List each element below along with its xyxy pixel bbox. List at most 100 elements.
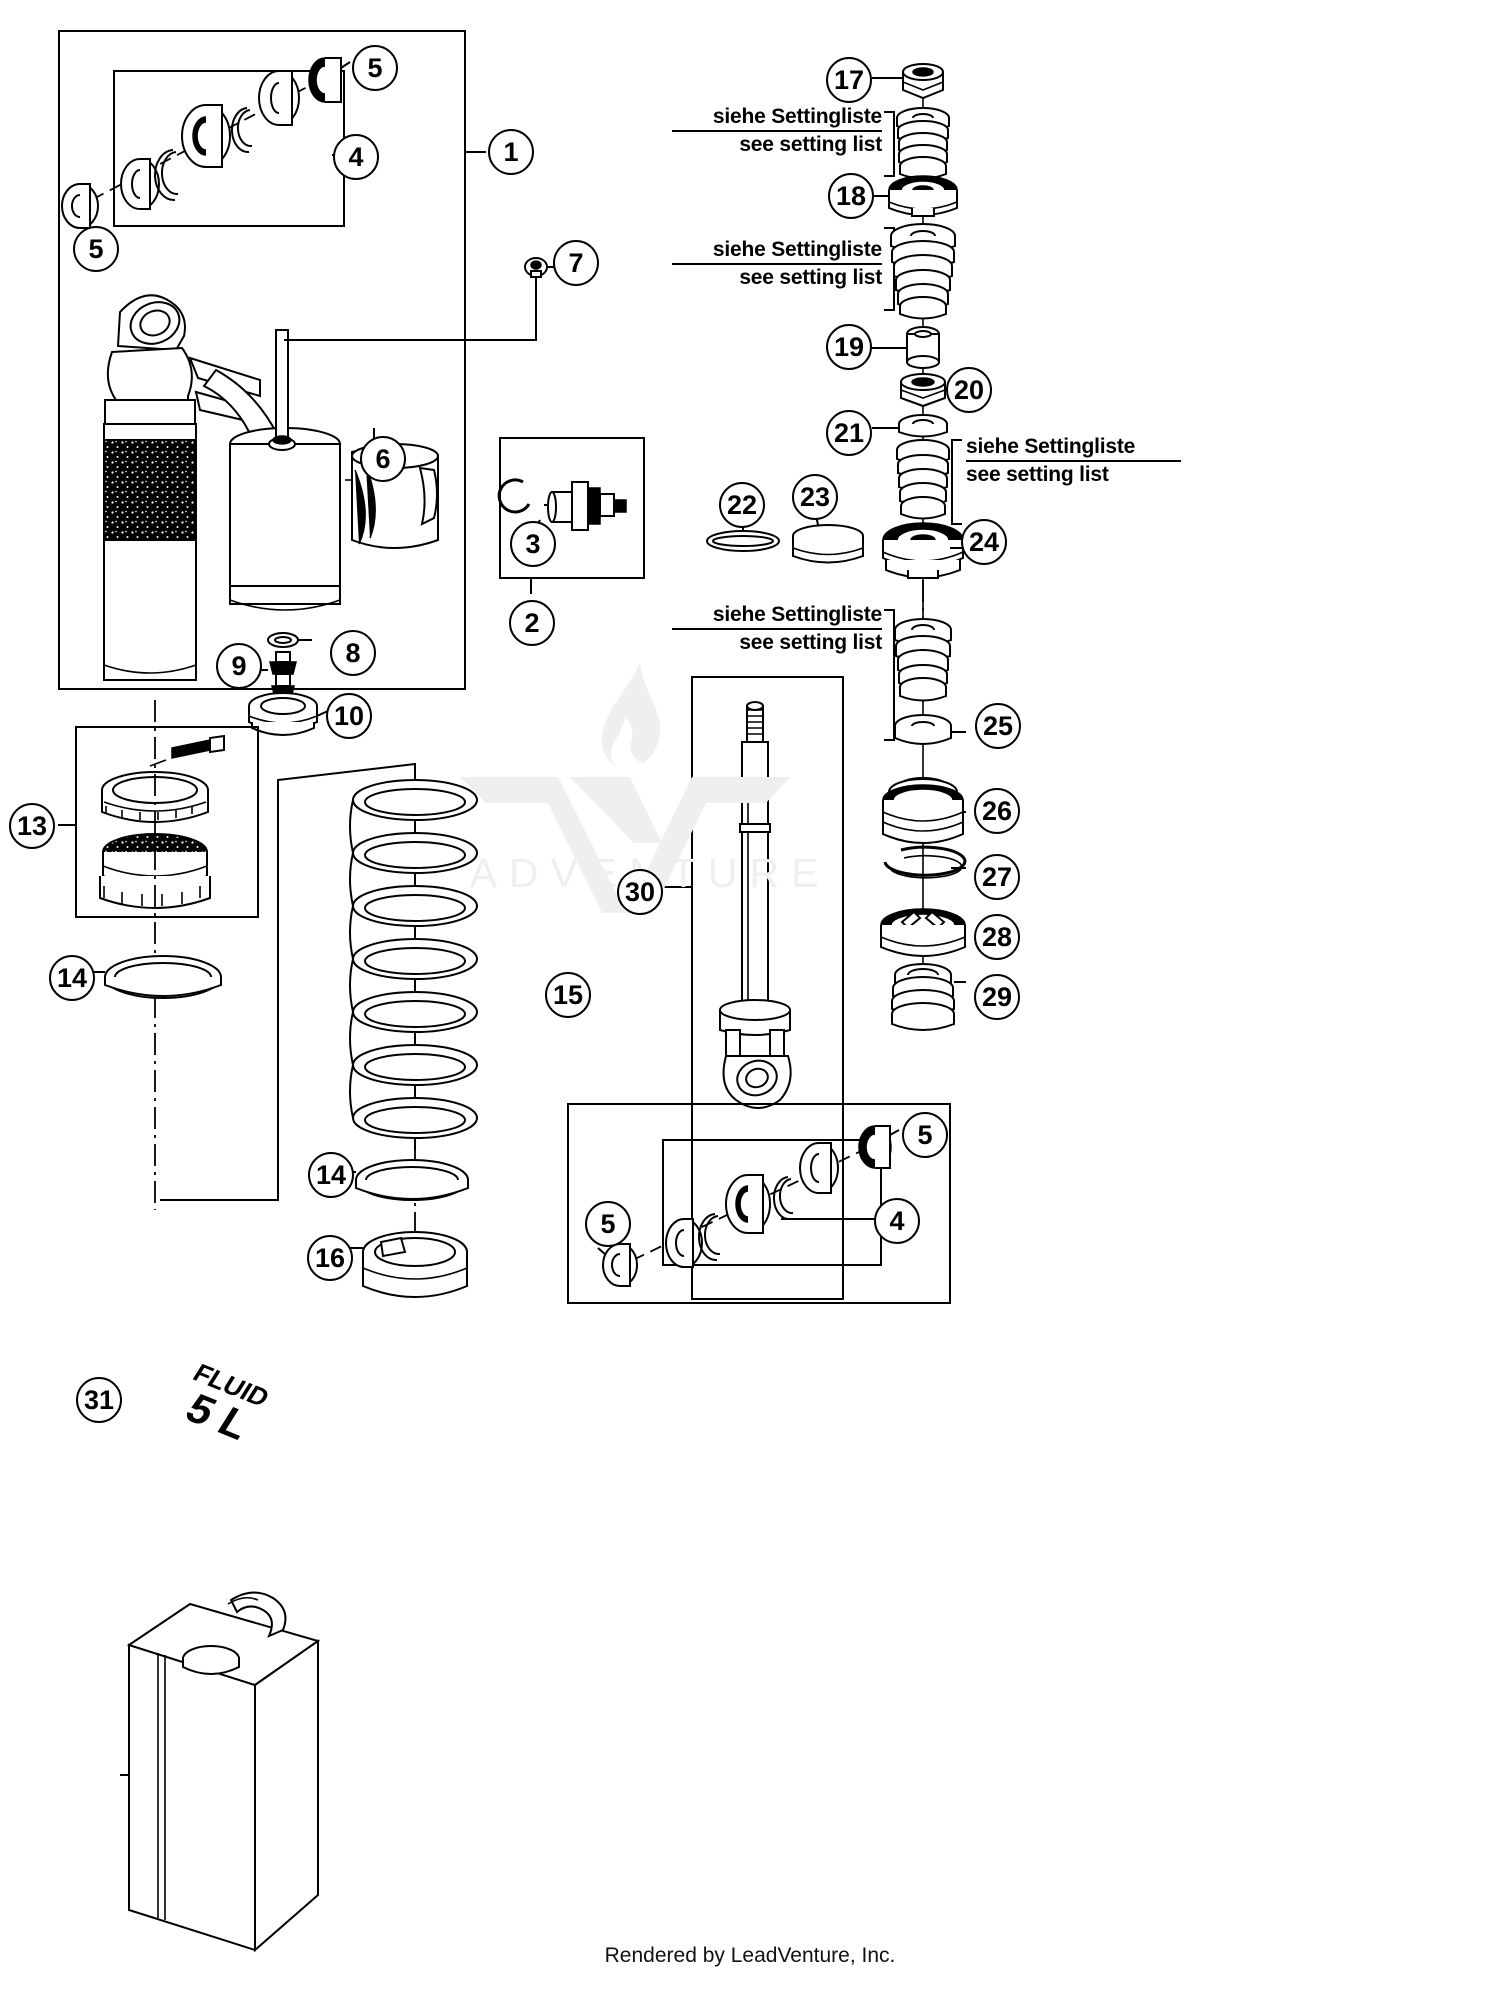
- callout-label: 1: [503, 136, 519, 167]
- setting-note-1-de: siehe Settingliste: [672, 105, 882, 132]
- part-spring-retainer-14-upper: [92, 955, 222, 999]
- callout-14-lower[interactable]: 14: [308, 1152, 354, 1198]
- callout-14-upper[interactable]: 14: [49, 955, 95, 1001]
- callout-label: 2: [524, 607, 540, 638]
- part-damping-piston-18: [872, 175, 958, 217]
- callout-8[interactable]: 8: [330, 630, 376, 676]
- callout-5-upper-left[interactable]: 5: [352, 45, 398, 91]
- callout-5-lower-center[interactable]: 5: [585, 1201, 631, 1247]
- part-nut-17: [872, 63, 944, 100]
- callout-label: 7: [568, 247, 584, 278]
- callout-6[interactable]: 6: [360, 436, 406, 482]
- part-main-piston-24: [882, 522, 964, 579]
- callout-2[interactable]: 2: [509, 600, 555, 646]
- setting-note-2-en: see setting list: [739, 265, 882, 289]
- part-bump-stop-holder-28: [880, 908, 966, 957]
- callout-label: 5: [917, 1119, 933, 1150]
- callout-22[interactable]: 22: [719, 482, 765, 528]
- part-seal-head-cap-10: [248, 692, 331, 736]
- callout-label: 27: [981, 861, 1013, 892]
- callout-19[interactable]: 19: [826, 324, 872, 370]
- callout-17[interactable]: 17: [826, 57, 872, 103]
- callout-25[interactable]: 25: [975, 703, 1021, 749]
- callout-label: 29: [981, 981, 1013, 1012]
- callout-label: 20: [953, 374, 985, 405]
- callout-label: 14: [315, 1159, 347, 1190]
- callout-4-lower[interactable]: 4: [874, 1198, 920, 1244]
- part-piston-valve-3: [497, 478, 627, 531]
- callout-label: 25: [982, 710, 1014, 741]
- callout-label: 21: [833, 417, 865, 448]
- part-washer-5-lower: [61, 183, 99, 229]
- callout-label: 13: [16, 810, 48, 841]
- callout-4-upper[interactable]: 4: [333, 134, 379, 180]
- callout-15[interactable]: 15: [545, 972, 591, 1018]
- callout-30[interactable]: 30: [617, 869, 663, 915]
- part-rubber-bumper-29: [891, 963, 966, 1031]
- part-oring-8: [267, 632, 312, 648]
- part-bearing-kit-4-lower: [597, 1125, 900, 1287]
- callout-label: 9: [231, 650, 247, 681]
- callout-label: 18: [835, 180, 867, 211]
- callout-1[interactable]: 1: [488, 129, 534, 175]
- callout-label: 31: [83, 1384, 115, 1415]
- callout-26[interactable]: 26: [974, 788, 1020, 834]
- callout-7[interactable]: 7: [553, 240, 599, 286]
- callout-5-lower-right[interactable]: 5: [902, 1112, 948, 1158]
- part-bleed-valve-9: [240, 651, 297, 695]
- callout-27[interactable]: 27: [974, 854, 1020, 900]
- callout-18[interactable]: 18: [828, 173, 874, 219]
- part-shim-stack-a: [896, 107, 950, 180]
- setting-note-4-en: see setting list: [739, 630, 882, 654]
- callout-13[interactable]: 13: [9, 803, 55, 849]
- setting-note-3-en: see setting list: [966, 462, 1109, 486]
- setting-note-2: siehe Settingliste see setting list: [672, 238, 882, 289]
- callout-10[interactable]: 10: [326, 693, 372, 739]
- callout-label: 15: [552, 979, 584, 1010]
- callout-label: 23: [799, 481, 831, 512]
- part-nut-20: [900, 372, 957, 408]
- callout-29[interactable]: 29: [974, 974, 1020, 1020]
- callout-label: 19: [833, 331, 865, 362]
- callout-23[interactable]: 23: [792, 474, 838, 520]
- callout-24[interactable]: 24: [961, 519, 1007, 565]
- callout-31[interactable]: 31: [76, 1377, 122, 1423]
- setting-note-2-de: siehe Settingliste: [672, 238, 882, 265]
- callout-label: 17: [833, 64, 865, 95]
- callout-label: 5: [600, 1208, 616, 1239]
- footer-credit: Rendered by LeadVenture, Inc.: [604, 1944, 896, 1967]
- part-shock-absorber-body-1: [103, 294, 341, 681]
- callout-20[interactable]: 20: [946, 367, 992, 413]
- callout-label: 8: [345, 637, 361, 668]
- setting-note-4: siehe Settingliste see setting list: [672, 603, 882, 654]
- callout-label: 3: [525, 528, 541, 559]
- callout-label: 24: [968, 526, 1000, 557]
- setting-note-1: siehe Settingliste see setting list: [672, 105, 882, 156]
- callout-label: 30: [624, 876, 656, 907]
- part-shim-stack-d: [894, 618, 952, 702]
- part-spring-seat-16: [342, 1231, 468, 1298]
- callout-label: 5: [88, 233, 104, 264]
- setting-note-3: siehe Settingliste see setting list: [966, 435, 1181, 486]
- part-washer-21: [872, 414, 948, 438]
- callout-9[interactable]: 9: [216, 643, 262, 689]
- callout-label: 14: [56, 962, 88, 993]
- callout-label: 5: [367, 52, 383, 83]
- callout-label: 16: [314, 1242, 346, 1273]
- setting-note-3-de: siehe Settingliste: [966, 435, 1181, 462]
- part-shim-stack-b: [890, 223, 956, 320]
- part-washer-5-upper: [308, 57, 351, 103]
- part-main-spring-15: [349, 779, 478, 1285]
- callout-5-lower-left[interactable]: 5: [73, 226, 119, 272]
- part-shim-stack-c: [896, 439, 950, 520]
- callout-16[interactable]: 16: [307, 1235, 353, 1281]
- part-seal-band-23: [792, 504, 864, 564]
- callout-label: 28: [981, 921, 1013, 952]
- callout-28[interactable]: 28: [974, 914, 1020, 960]
- callout-3[interactable]: 3: [510, 521, 556, 567]
- callout-label: 6: [375, 443, 391, 474]
- callout-label: 10: [333, 700, 365, 731]
- callout-21[interactable]: 21: [826, 410, 872, 456]
